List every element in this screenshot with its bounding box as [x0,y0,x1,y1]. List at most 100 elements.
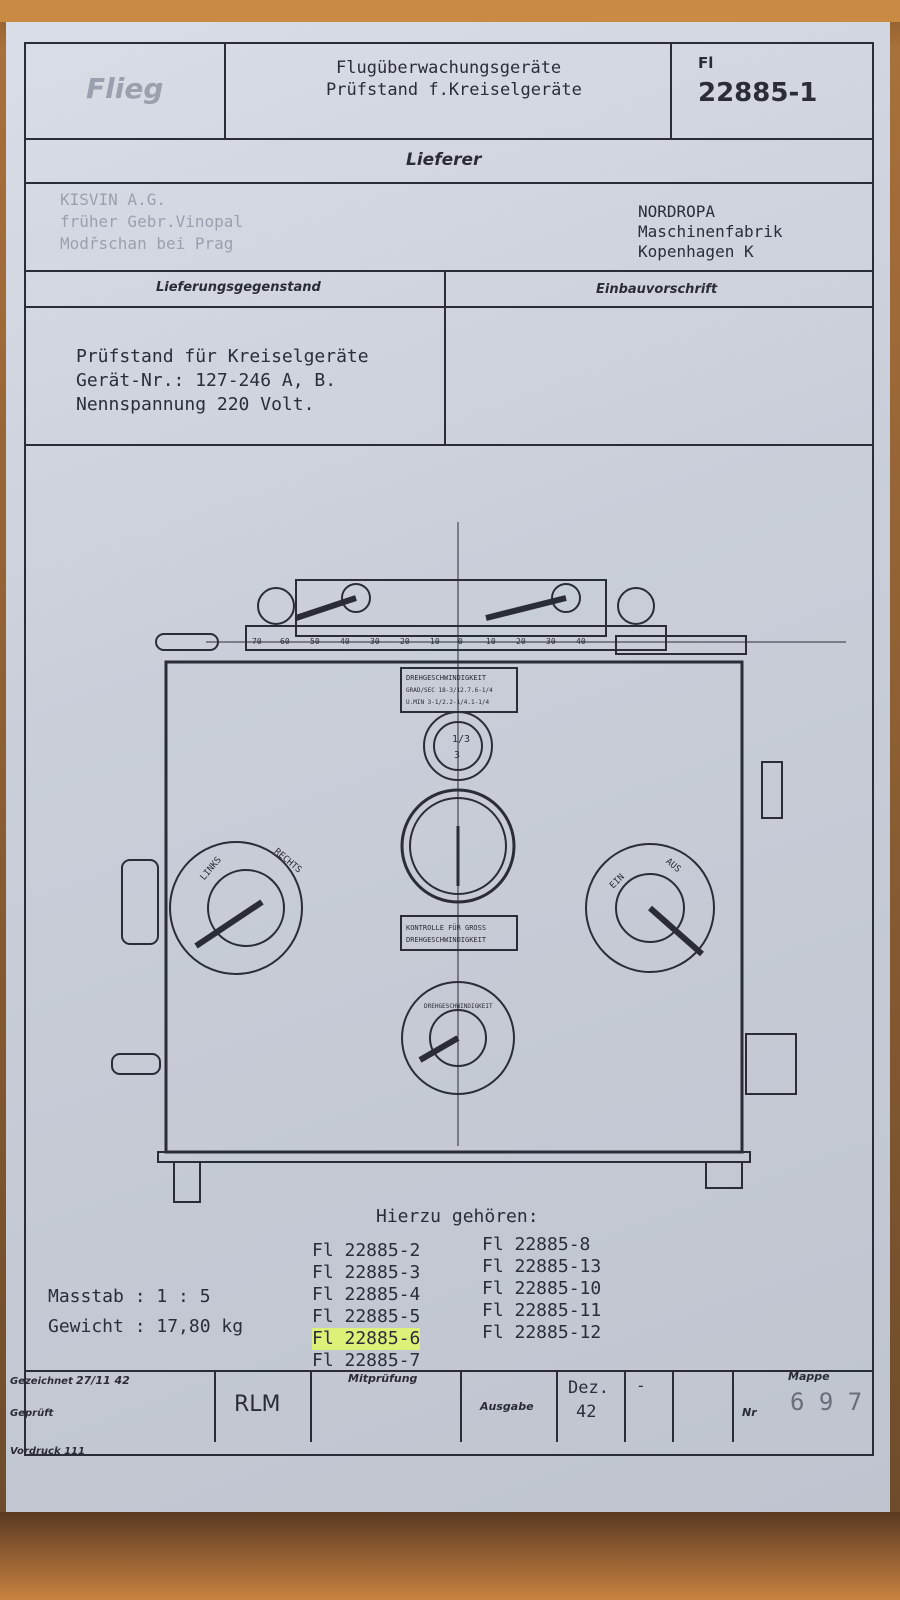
dash-cell: - [626,1370,674,1442]
scale-label: 20 [516,637,526,646]
rlm-label: RLM [234,1392,281,1417]
scale-label: 60 [280,637,290,646]
related-drawing-item-highlighted: Fl 22885-6 [312,1328,421,1350]
ein-label: EIN [608,872,627,891]
einbauvorschrift-label: Einbauvorschrift [596,282,718,297]
related-drawing-item: Fl 22885-11 [482,1300,602,1321]
gezeichnet-label: Gezeichnet [10,1376,73,1387]
left-dial-outer [169,841,303,975]
scale-label: 50 [310,637,320,646]
middle-nameplate [400,915,518,951]
related-drawing-item: Fl 22885-8 [482,1234,591,1255]
related-drawing-item: Fl 22885-13 [482,1256,602,1277]
aus-label: AUS [663,857,682,875]
small-dial-inner [433,721,483,771]
supplier-right-line-3: Kopenhagen K [638,242,754,261]
center-gauge-inner [409,797,507,895]
related-drawing-item: Fl 22885-10 [482,1278,602,1299]
mitpruefung-cell: Mitprüfung [312,1370,462,1442]
related-drawing-item: Fl 22885-7 [312,1350,421,1371]
test-stand-drawing: 70 60 50 40 30 20 10 0 10 20 30 40 DREHG… [111,522,846,1203]
fl-label: Fl [698,54,714,72]
right-clamp [615,635,747,655]
rechts-label: RECHTS [272,847,303,876]
top-plate-line-3: U.MIN 3-1/2.2-1/4.1-1/4 [406,699,489,706]
scale-label: 30 [546,637,556,646]
scale-label: 40 [340,637,350,646]
gewicht-label: Gewicht : 17,80 kg [48,1316,244,1337]
scale-label: 20 [400,637,410,646]
scale-label: 40 [576,637,586,646]
bottom-dial-inner [429,1009,487,1067]
left-foot [173,1161,201,1203]
right-foot [705,1161,743,1189]
item-line-1: Prüfstand für Kreiselgeräte [76,346,369,367]
lieferungsgegenstand-content: Prüfstand für Kreiselgeräte Gerät-Nr.: 1… [26,308,446,446]
title-line-2: Prüfstand f.Kreiselgeräte [326,80,582,100]
right-dial-inner [615,873,685,943]
left-dial-lever [194,899,264,949]
left-hinge [257,587,295,625]
left-side-handle [111,1053,161,1075]
small-dial-top-label: 1/3 [452,734,470,745]
signature-cell: Gezeichnet Geprüft 27/11 42 [10,1370,216,1442]
right-side-clamp [745,1033,797,1095]
supplier-left-line-2: früher Gebr.Vinopal [60,212,244,231]
technical-drawing-sheet: Flieg Flugüberwachungsgeräte Prüfstand f… [10,42,874,1456]
hierzu-heading: Hierzu gehören: [376,1206,539,1227]
scale-label: 10 [486,637,496,646]
right-side-knob [761,761,783,819]
small-dial-bottom-label: 3 [454,750,460,761]
center-gauge-outer [400,788,516,904]
angle-scale [245,625,667,651]
supplier-left-line-3: Modřschan bei Prag [60,234,234,253]
lieferer-label: Lieferer [406,150,482,170]
mappe-label: Mappe [788,1370,830,1383]
lieferer-row: Lieferer [26,140,872,184]
footer-top-rule [26,1370,872,1372]
related-drawing-item: Fl 22885-12 [482,1322,602,1343]
nr-label: Nr [742,1406,757,1419]
rlm-cell: RLM [216,1370,312,1442]
brand-label: Flieg [86,72,164,105]
related-drawing-item: Fl 22885-5 [312,1306,421,1327]
einbauvorschrift-header: Einbauvorschrift [446,272,872,308]
ausgabe-cell: Ausgabe [462,1370,558,1442]
supplier-right-line-1: NORDROPA [638,202,716,221]
scale-label: 10 [430,637,440,646]
dez-cell: Dez. 42 [558,1370,626,1442]
middle-plate-line-2: DREHGESCHWINDIGKEIT [406,936,487,944]
bottom-dial-outer [401,981,515,1095]
mappe-cell: Mappe Nr 6 9 7 [734,1370,872,1442]
nr-value: 6 9 7 [790,1388,863,1416]
scale-label: 0 [458,637,463,646]
title-cell: Flugüberwachungsgeräte Prüfstand f.Kreis… [226,44,672,140]
einbauvorschrift-content [446,308,872,446]
right-lever [485,595,567,621]
top-plate-line-1: DREHGESCHWINDIGKEIT [406,674,487,682]
middle-plate-line-1: KONTROLLE FÜR GROSS [406,923,486,932]
right-lever-pivot [551,583,581,613]
brand-cell: Flieg [26,44,226,140]
small-dial-outer [423,711,493,781]
dash-mark: - [636,1376,646,1395]
left-lever-pivot [341,583,371,613]
related-drawings-col-2: Fl 22885-8 Fl 22885-13 Fl 22885-10 Fl 22… [482,1234,601,1344]
lieferungsgegenstand-header: Lieferungsgegenstand [26,272,446,308]
fl-number: 22885-1 [698,78,818,108]
right-dial-outer [585,843,715,973]
drawn-date: 27/11 42 [76,1374,130,1387]
related-drawing-item: Fl 22885-2 [312,1240,421,1261]
cabinet-base [157,1151,751,1163]
vordruck-label: Vordruck 111 [10,1446,85,1457]
dez-year: 42 [576,1402,597,1422]
bottom-dial-label: DREHGESCHWINDIGKEIT [424,1003,493,1010]
related-drawings-col-1: Fl 22885-2 Fl 22885-3 Fl 22885-4 Fl 2288… [312,1240,421,1372]
right-hinge [617,587,655,625]
supplier-left-line-1: KISVIN A.G. [60,190,166,209]
photo-background-top [0,0,900,22]
left-lever [295,595,357,621]
left-side-handwheel [121,859,159,945]
blank-cell [674,1370,734,1442]
top-bar [295,579,607,637]
